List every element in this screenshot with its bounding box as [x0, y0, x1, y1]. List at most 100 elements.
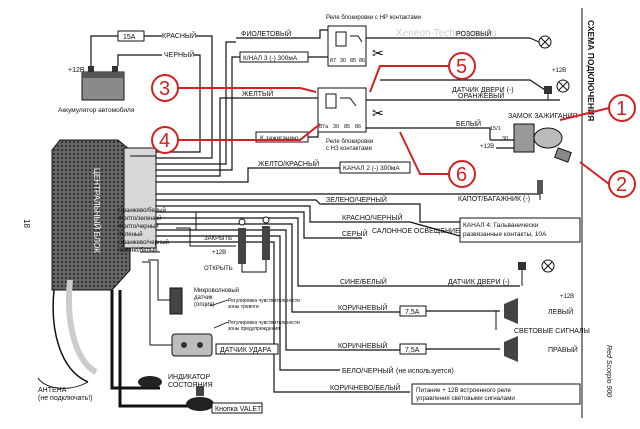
- model-name: Red Scorpio 900: [605, 345, 612, 397]
- interior-light-label: САЛОННОЕ ОСВЕЩЕНИЕ: [372, 228, 460, 235]
- relay-nc-channel: КАНАЛ 2 (-) 300мА: [343, 165, 400, 172]
- plus12-bottom: +12В: [560, 294, 574, 300]
- ignition-label: К зажиганию: [260, 135, 298, 142]
- door-sensor-2: ДАТЧИК ДВЕРИ (-): [448, 279, 510, 286]
- callout-4: 4: [151, 123, 321, 154]
- shock-sensor-label: ДАТЧИК УДАРА: [220, 347, 272, 354]
- battery-plus: +12В: [68, 67, 85, 74]
- watermark: Xeneon-TechnoLine.ru: [396, 28, 497, 39]
- label-right: ПРАВЫЙ: [548, 345, 578, 354]
- relay-power-box: [411, 383, 581, 405]
- fuse-signal-2-label: 7,5А: [405, 347, 420, 354]
- label-close: ЗАКРЫТЬ: [204, 236, 232, 242]
- cut-icon: ✂: [372, 45, 384, 61]
- relay-nr-pin-86: 86: [359, 58, 365, 64]
- central-unit: [51, 139, 157, 291]
- shock-sensor: [171, 333, 213, 357]
- label-left: ЛЕВЫЙ: [548, 307, 573, 316]
- wire-yellow-red: [156, 167, 340, 183]
- hood-trunk-label: КАПОТ/БАГАЖНИК (-): [458, 196, 530, 203]
- wire-gray: [156, 211, 362, 239]
- channel4-box: [459, 217, 581, 243]
- plus12-top: +12В: [552, 68, 566, 74]
- relay-nc-channel-box: [339, 161, 411, 174]
- fuse-signal-1-label: 7,5А: [405, 309, 420, 316]
- cu-wire-4: Оранжево/черный: [118, 239, 169, 246]
- relay-nr-pin-30: 30: [340, 58, 346, 64]
- label-brown-white: КОРИЧНЕВО/БЕЛЫЙ: [330, 383, 400, 392]
- valet-label: Кнопка VALET: [215, 406, 262, 413]
- wire-ch3-down: [156, 56, 236, 171]
- label-not-used: (не используется): [396, 368, 454, 375]
- page-number: 18: [22, 219, 31, 228]
- wire-black: [117, 54, 162, 66]
- fuse-top-label: 15A: [123, 34, 136, 41]
- label-black: ЧЕРНЫЙ: [164, 50, 194, 59]
- ignition-pin-2: 30: [502, 136, 508, 142]
- shock-sensor-box: [215, 343, 279, 355]
- svg-text:4: 4: [159, 130, 170, 152]
- relay-nr-box: [327, 25, 367, 67]
- callout-5: 5: [369, 52, 476, 93]
- label-plus-lock: +12В: [212, 250, 226, 256]
- signal-light-left: [495, 298, 518, 330]
- door-switch-top: [544, 86, 552, 100]
- callout-2: 2: [579, 161, 636, 198]
- valet-cable: [118, 290, 190, 408]
- relay-nc-pin-30: 30: [333, 124, 339, 130]
- wire-brown-white: [156, 241, 410, 393]
- wire-brown-1: [156, 223, 400, 313]
- diagram-title: СХЕМА ПОДКЛЮЧЕНИЯ: [586, 20, 596, 121]
- label-gray: СЕРЫЙ: [342, 229, 368, 238]
- wire-black-to-cu: [156, 54, 201, 153]
- label-red-black: КРАСНО/ЧЕРНЫЙ: [342, 213, 403, 222]
- label-orange: ОРАНЖЕВЫЙ: [458, 91, 504, 100]
- hood-switch: [537, 180, 543, 200]
- callout-6: 6: [399, 131, 476, 188]
- signal-light-right: [504, 336, 518, 362]
- door-sensor-label: ДАТЧИК ДВЕРИ (-): [452, 87, 514, 94]
- microwave-sensor: [169, 287, 183, 315]
- indicator-cable: [110, 290, 160, 390]
- lock-actuators: [238, 216, 270, 273]
- svg-text:2: 2: [616, 174, 627, 196]
- wire-battery-fuse: [90, 35, 118, 66]
- relay-nr-title: Реле блокировки с НР контактами: [326, 15, 421, 21]
- wire-violet: [236, 29, 328, 39]
- label-blue-white: СИНЕ/БЕЛЫЙ: [340, 277, 387, 286]
- label-white-black: БЕЛО/ЧЕРНЫЙ: [342, 366, 394, 375]
- label-yellow-red: ЖЕЛТО/КРАСНЫЙ: [258, 159, 319, 168]
- wire-blue-white: [156, 217, 520, 287]
- label-red: КРАСНЫЙ: [162, 31, 196, 40]
- ignition-pin-1: 15/1: [490, 126, 501, 132]
- cu-wire-2: Желто/черный: [118, 223, 159, 230]
- battery: +12В Аккумулятор автомобиля: [58, 66, 135, 114]
- relay-nr-pin-85: 85: [350, 58, 356, 64]
- indicator-led: [138, 376, 162, 388]
- label-brown-1: КОРИЧНЕВЫЙ: [338, 303, 387, 312]
- central-unit-label: ЦЕНТРАЛЬНЫЙ БЛОК: [92, 168, 101, 253]
- label-violet: ФИОЛЕТОВЫЙ: [241, 29, 291, 38]
- wire-white-black: [156, 235, 340, 371]
- relay-nr-pin-87: 87: [330, 58, 336, 64]
- label-brown-2: КОРИЧНЕВЫЙ: [338, 341, 387, 350]
- wire-red-black: [156, 205, 410, 223]
- wire-green-black: [156, 199, 410, 205]
- wire-door-top: [380, 79, 549, 93]
- lamp-icon: [556, 79, 570, 93]
- antenna-label: АНТЕНА(не подключать!): [38, 387, 93, 402]
- label-yellow: ЖЕЛТЫЙ: [242, 89, 273, 98]
- wire-brown-2: [156, 229, 400, 351]
- svg-text:6: 6: [456, 164, 467, 186]
- relay-nc-pin-86: 86: [355, 124, 361, 130]
- relay-nc-pin-85: 85: [344, 124, 350, 130]
- cu-wire-list: Оранжево/белый Желто/зеленый Желто/черны…: [118, 207, 236, 254]
